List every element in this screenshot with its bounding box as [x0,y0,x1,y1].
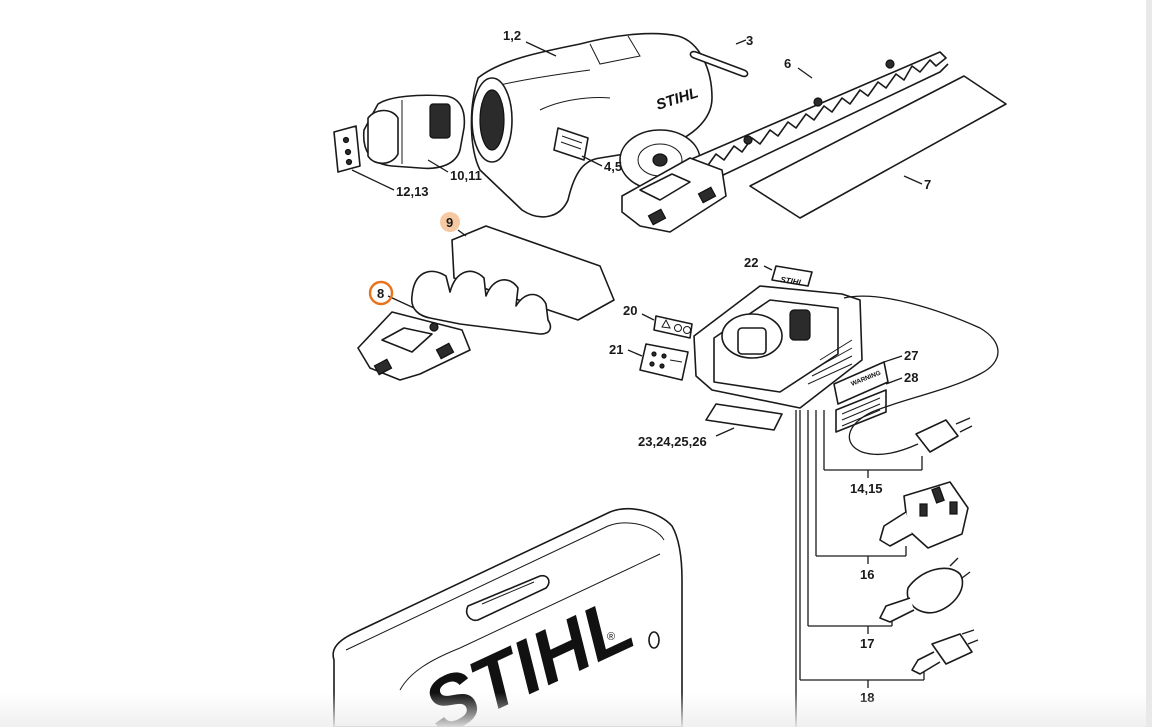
part-12-13-plate[interactable] [333,125,361,173]
power-cord[interactable] [843,295,999,456]
part-21-info-label[interactable] [639,343,689,381]
callout-23-26[interactable]: 23,24,25,26 [638,434,707,449]
gear-housing[interactable] [621,157,727,233]
plug-14-15[interactable] [915,417,973,453]
callout-6[interactable]: 6 [784,56,791,71]
callout-8[interactable]: 8 [377,286,384,301]
callout-8-selected-ring [368,280,394,306]
callout-7[interactable]: 7 [924,177,931,192]
part-23-26-label[interactable] [705,403,783,431]
part-4-5-label[interactable] [553,127,589,161]
callout-9[interactable]: 9 [446,215,453,230]
part-3-strip[interactable] [689,50,749,78]
callout-3[interactable]: 3 [746,33,753,48]
callout-21[interactable]: 21 [609,342,623,357]
battery-charger[interactable] [693,285,863,409]
callout-16[interactable]: 16 [860,567,874,582]
callout-14-15[interactable]: 14,15 [850,481,883,496]
plug-17[interactable] [879,557,971,623]
case-registered-mark: ® [607,631,615,643]
hedge-trimmer-blade[interactable] [679,51,949,187]
callout-10-11[interactable]: 10,11 [450,168,482,183]
callout-1-2[interactable]: 1,2 [503,28,521,43]
part-28-label[interactable] [835,389,887,433]
callout-18[interactable]: 18 [860,690,874,705]
callout-9-highlight [440,212,460,232]
callout-4-5[interactable]: 4,5 [604,159,622,174]
part-27-warning-label[interactable]: WARNING [833,361,889,405]
plug-leader-lines [795,410,925,727]
callout-17[interactable]: 17 [860,636,874,651]
blade-guard-7[interactable] [749,75,1007,219]
callout-28[interactable]: 28 [904,370,918,385]
blade-guard-9[interactable] [451,225,615,321]
battery-pack[interactable] [362,94,466,170]
label-22-logo: STIHL [780,275,804,288]
grass-shear-blade[interactable] [357,270,552,381]
vertical-scrollbar[interactable] [1146,0,1152,727]
part-20-symbol-label[interactable] [653,315,693,339]
callout-27[interactable]: 27 [904,348,918,363]
carrying-case[interactable]: STIHL ® [332,508,683,727]
plug-18[interactable] [911,629,979,675]
callout-22[interactable]: 22 [744,255,758,270]
callout-20[interactable]: 20 [623,303,637,318]
plug-16[interactable] [879,481,969,549]
part-22-brand-label[interactable]: STIHL [771,265,813,288]
callout-12-13[interactable]: 12,13 [396,184,429,199]
